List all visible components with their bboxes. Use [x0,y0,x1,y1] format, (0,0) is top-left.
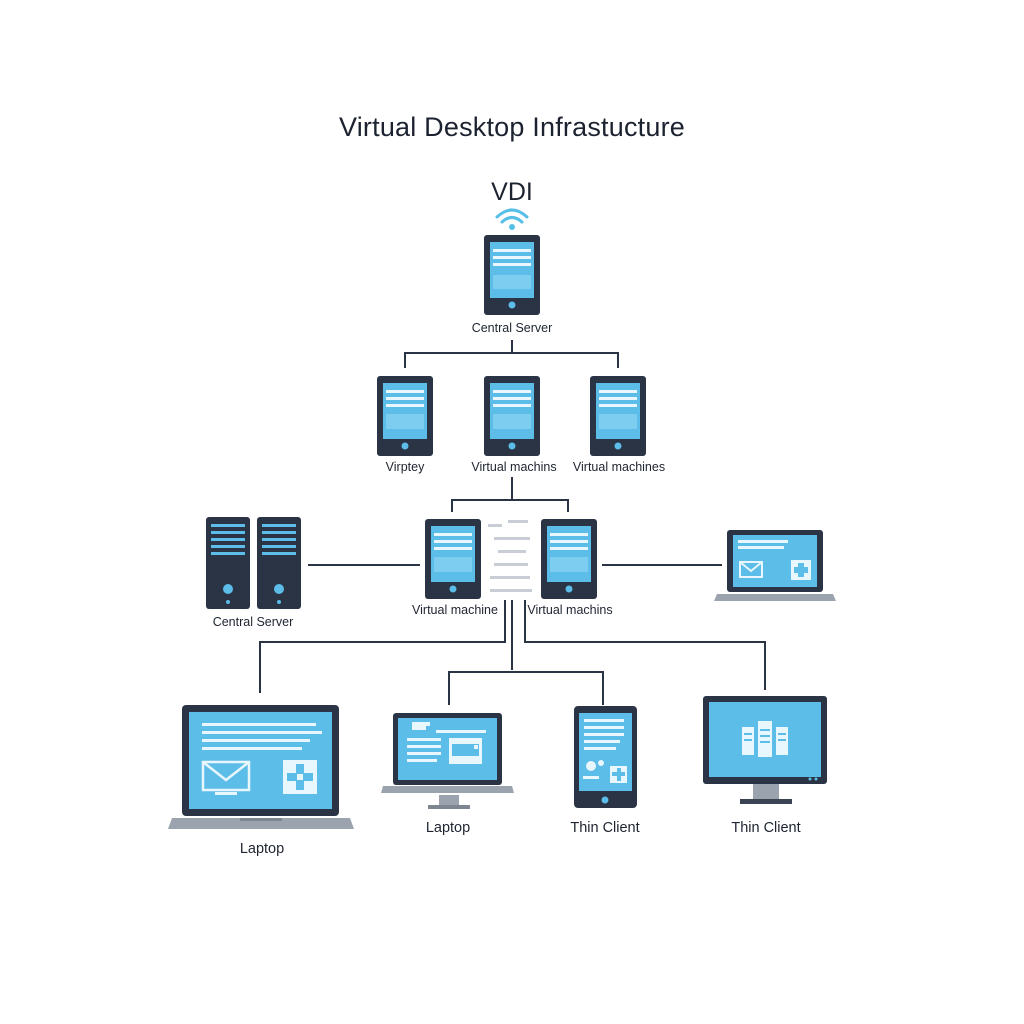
laptop-large-icon [168,705,354,829]
vm-lower-right-icon [541,519,597,599]
vm-middle-icon [484,376,540,456]
laptop-right-icon [714,530,836,601]
laptop-small-label: Laptop [425,820,471,836]
vm-lower-left-label: Virtual machine [412,603,498,617]
thin-client-tablet-label: Thin Client [570,820,640,836]
connector-lines [259,340,766,705]
central-server-left-icon [206,517,301,609]
vm-right-icon [590,376,646,456]
laptop-large-label: Laptop [239,841,285,857]
vm-lower-right-label: Virtual machins [527,603,613,617]
vm-left-label: Virptey [385,460,425,474]
thin-client-monitor-label: Thin Client [731,820,801,836]
wifi-icon [495,208,529,230]
central-server-top-icon [484,235,540,315]
diagram-title: Virtual Desktop Infrastucture [339,112,685,142]
laptop-small-icon [381,713,514,809]
central-server-left-label: Central Server [212,615,294,629]
thin-client-monitor-icon [703,696,827,804]
vm-right-label: Virtual machines [572,460,666,474]
thin-client-tablet-icon [574,706,637,808]
network-switch-icon [488,520,532,592]
vm-left-icon [377,376,433,456]
central-server-top-label: Central Server [471,321,553,335]
vm-lower-left-icon [425,519,481,599]
vm-middle-label: Virtual machins [471,460,557,474]
vdi-label: VDI [491,178,533,206]
